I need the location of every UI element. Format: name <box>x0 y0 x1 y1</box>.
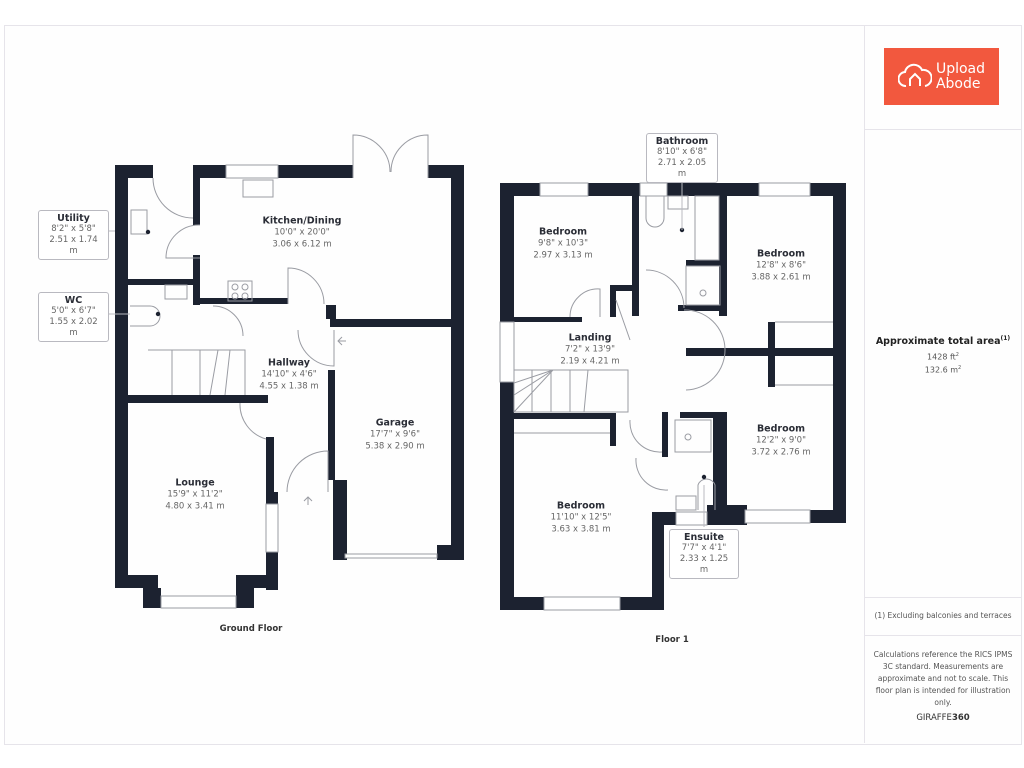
info-sidebar: Upload Abode Approximate total area(1) 1… <box>864 25 1021 743</box>
logo-line-1: Upload <box>935 60 986 77</box>
room-kitchen-dining: Kitchen/Dining 10'0" x 20'0" 3.06 x 6.12… <box>262 215 342 250</box>
callout-utility: Utility 8'2" x 5'8" 2.51 x 1.74 m <box>38 210 109 260</box>
total-area: Approximate total area(1) 1428 ft2 132.6… <box>865 335 1021 374</box>
upload-abode-logo: Upload Abode <box>884 48 999 105</box>
callout-ensuite: Ensuite 7'7" x 4'1" 2.33 x 1.25 m <box>669 529 739 579</box>
area-metric: 132.6 m2 <box>924 364 962 375</box>
fixture-points <box>145 227 707 480</box>
room-garage: Garage 17'7" x 9'6" 5.38 x 2.90 m <box>365 417 425 452</box>
disclaimer-text: Calculations reference the RICS IPMS 3C … <box>873 650 1013 707</box>
floor-label-first: Floor 1 <box>655 635 689 645</box>
cloud-house-icon <box>897 63 932 87</box>
room-lounge: Lounge 15'9" x 11'2" 4.80 x 3.41 m <box>165 477 225 512</box>
area-footnote: (1) Excluding balconies and terraces <box>874 611 1012 620</box>
room-bedroom-2: Bedroom 12'8" x 8'6" 3.88 x 2.61 m <box>751 248 811 283</box>
divider <box>865 597 1021 598</box>
room-bedroom-4: Bedroom 11'10" x 12'5" 3.63 x 3.81 m <box>550 500 612 535</box>
room-bedroom-1: Bedroom 9'8" x 10'3" 2.97 x 3.13 m <box>533 226 593 261</box>
total-area-title: Approximate total area(1) <box>875 335 1011 348</box>
callout-wc: WC 5'0" x 6'7" 1.55 x 2.02 m <box>38 292 109 342</box>
divider <box>865 129 1021 130</box>
ground-floor-fixtures <box>130 134 438 609</box>
divider <box>865 635 1021 636</box>
floor-label-ground: Ground Floor <box>219 624 283 634</box>
floor1-fixtures <box>499 182 833 611</box>
floor-plan-drawing <box>108 134 846 611</box>
room-bedroom-3: Bedroom 12'2" x 9'0" 3.72 x 2.76 m <box>751 423 811 458</box>
ground-floor-walls <box>115 165 464 608</box>
logo-line-2: Abode <box>935 75 981 92</box>
room-hallway: Hallway 14'10" x 4'6" 4.55 x 1.38 m <box>259 357 319 392</box>
area-imperial: 1428 ft2 <box>927 352 959 362</box>
callout-bathroom: Bathroom 8'10" x 6'8" 2.71 x 2.05 m <box>646 133 718 183</box>
room-landing: Landing 7'2" x 13'9" 2.19 x 4.21 m <box>560 332 620 367</box>
giraffe360-credit: GIRAFFE360 <box>916 713 970 723</box>
floor1-walls <box>500 183 846 610</box>
